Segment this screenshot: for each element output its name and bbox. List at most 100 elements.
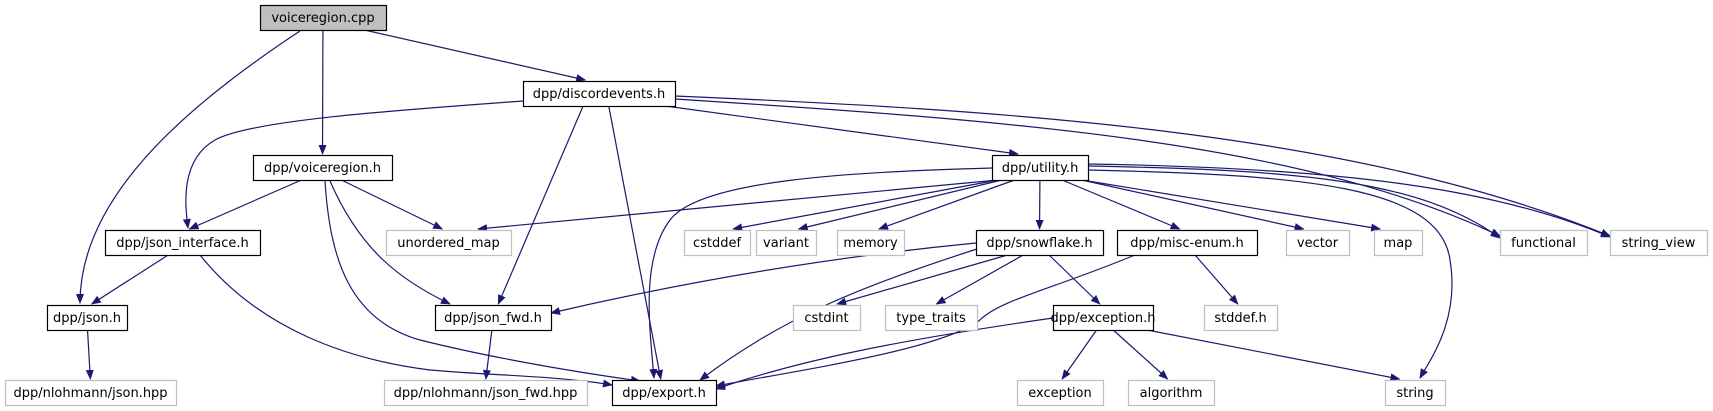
node-box (975, 229, 1105, 257)
edge-discordevents_h-to-string_view (674, 95, 1611, 237)
node-label: vector (1297, 236, 1339, 251)
node-box (522, 80, 677, 108)
node-functional: functional (1499, 229, 1589, 257)
node-label: unordered_map (397, 236, 500, 251)
node-label: dpp/utility.h (1002, 161, 1079, 176)
node-label: cstddef (693, 236, 742, 251)
node-export-h[interactable]: dpp/export.h (611, 379, 718, 407)
node-label: algorithm (1140, 386, 1203, 401)
node-label: variant (763, 236, 809, 251)
node-json-fwd-h[interactable]: dpp/json_fwd.h (434, 304, 553, 332)
node-unordered-map: unordered_map (385, 229, 513, 257)
edge-voiceregion_h-to-json_interface_h (188, 179, 302, 230)
edge-discordevents_h-to-functional (674, 98, 1501, 237)
node-label: stddef.h (1214, 311, 1266, 326)
edge-snowflake_h-to-exception_h (1048, 254, 1101, 305)
edge-exception_h-to-exception (1061, 329, 1098, 380)
edge-utility_h-to-variant (797, 179, 1003, 231)
node-misc-enum-h[interactable]: dpp/misc-enum.h (1116, 229, 1259, 257)
edge-discordevents_h-to-json_fwd_h (497, 105, 584, 305)
edge-utility_h-to-string_view (1087, 163, 1611, 238)
node-memory: memory (836, 229, 906, 257)
node-label: map (1384, 236, 1413, 251)
edge-utility_h-to-functional (1087, 165, 1501, 239)
edge-snowflake_h-to-type_traits (935, 254, 1024, 305)
edge-snowflake_h-to-cstdint (836, 254, 1008, 306)
node-exception-h[interactable]: dpp/exception.h (1050, 304, 1156, 332)
node-type-traits: type_traits (884, 304, 979, 332)
node-box (104, 229, 262, 257)
node-label: type_traits (896, 311, 966, 326)
node-label: memory (843, 236, 898, 251)
edge-utility_h-to-misc_enum_h (1061, 179, 1181, 230)
node-string-view: string_view (1609, 229, 1709, 257)
edges-layer (76, 29, 1611, 390)
node-label: dpp/json_interface.h (116, 236, 249, 251)
node-algorithm: algorithm (1127, 379, 1216, 407)
node-box (46, 304, 129, 332)
node-box (991, 154, 1090, 182)
edge-utility_h-to-map (1081, 179, 1382, 232)
node-label: dpp/nlohmann/json_fwd.hpp (394, 386, 578, 401)
edge-exception_h-to-algorithm (1112, 329, 1169, 380)
node-box (1116, 229, 1259, 257)
node-box (259, 4, 388, 32)
node-voiceregion-cpp[interactable]: voiceregion.cpp (259, 4, 388, 32)
edge-exception_h-to-string (1146, 329, 1401, 382)
edge-exception_h-to-export_h (715, 317, 1054, 390)
node-string: string (1384, 379, 1447, 407)
edge-utility_h-to-memory (878, 179, 1015, 230)
node-box (683, 229, 752, 257)
node-box (755, 229, 818, 257)
node-box (4, 379, 178, 407)
node-json-interface-h[interactable]: dpp/json_interface.h (104, 229, 262, 257)
node-box (385, 229, 513, 257)
node-utility-h[interactable]: dpp/utility.h (991, 154, 1090, 182)
edge-snowflake_h-to-json_fwd_h (550, 242, 977, 315)
node-box (611, 379, 718, 407)
node-box (252, 154, 394, 182)
node-box (836, 229, 906, 257)
node-box (792, 304, 862, 332)
node-box (1127, 379, 1216, 407)
node-nlohmann-json-hpp: dpp/nlohmann/json.hpp (4, 379, 178, 407)
node-cstdint: cstdint (792, 304, 862, 332)
edge-utility_h-to-cstddef (732, 179, 999, 232)
edge-voiceregion_cpp-to-discordevents_h (364, 29, 587, 82)
node-cstddef: cstddef (683, 229, 752, 257)
edge-discordevents_h-to-utility_h (665, 105, 1019, 157)
edge-voiceregion_h-to-json_fwd_h (329, 180, 451, 305)
edge-voiceregion_cpp-to-json_h (76, 30, 301, 304)
edge-voiceregion_h-to-unordered_map (341, 179, 444, 230)
node-box (1285, 229, 1351, 257)
edge-json_fwd_h-to-nlohmann_json_fwd_hpp (482, 329, 493, 380)
node-box (1203, 304, 1279, 332)
node-label: dpp/snowflake.h (986, 236, 1092, 251)
node-box (383, 379, 589, 407)
node-label: functional (1511, 236, 1576, 251)
edge-utility_h-to-unordered_map (477, 179, 999, 233)
edge-utility_h-to-string (1087, 169, 1453, 379)
node-label: dpp/json.h (53, 311, 121, 326)
edge-voiceregion_h-to-export_h (324, 180, 641, 384)
node-json-h[interactable]: dpp/json.h (46, 304, 129, 332)
node-label: dpp/exception.h (1050, 311, 1155, 326)
node-label: dpp/voiceregion.h (264, 161, 381, 176)
node-label: dpp/json_fwd.h (444, 311, 542, 326)
node-box (1499, 229, 1589, 257)
node-voiceregion-h[interactable]: dpp/voiceregion.h (252, 154, 394, 182)
node-exception: exception (1016, 379, 1105, 407)
edge-json_interface_h-to-export_h (199, 254, 613, 388)
nodes-layer: voiceregion.cpp dpp/discordevents.h dpp/vo… (4, 4, 1709, 407)
node-label: cstdint (804, 311, 848, 326)
node-label: dpp/export.h (622, 386, 706, 401)
node-label: string_view (1622, 236, 1696, 251)
node-box (434, 304, 553, 332)
node-vector: vector (1285, 229, 1351, 257)
node-snowflake-h[interactable]: dpp/snowflake.h (975, 229, 1105, 257)
node-label: exception (1028, 386, 1092, 401)
edge-json_interface_h-to-json_h (90, 254, 169, 305)
node-box (1609, 229, 1709, 257)
node-discordevents-h[interactable]: dpp/discordevents.h (522, 80, 677, 108)
